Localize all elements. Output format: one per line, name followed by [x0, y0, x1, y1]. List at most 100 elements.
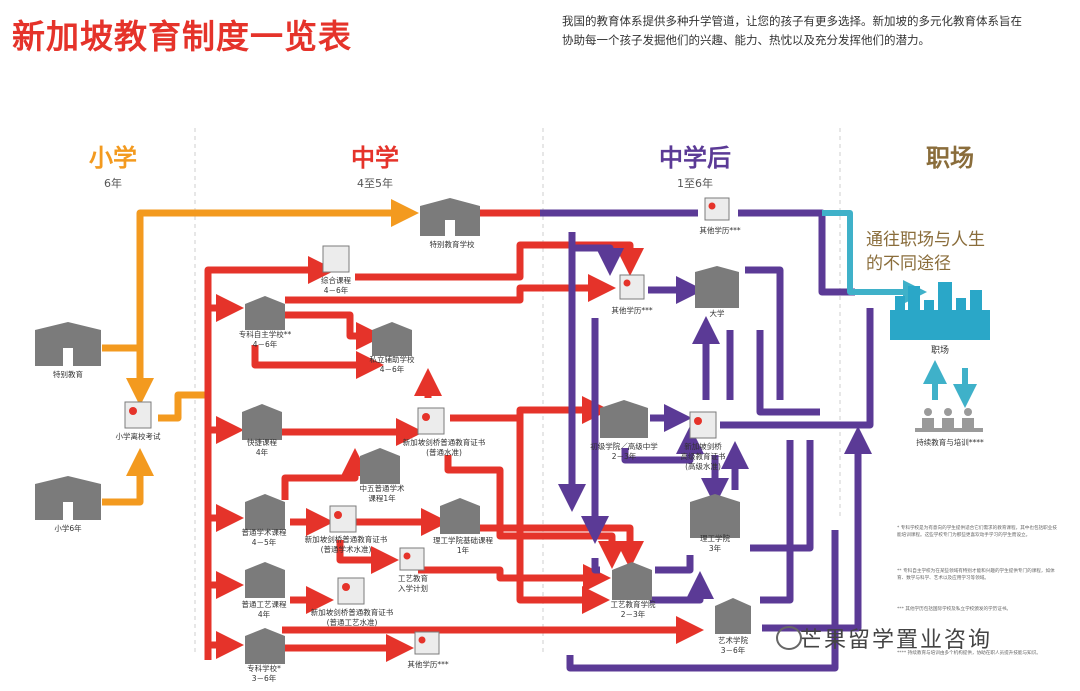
poly-years: 3年 [708, 544, 722, 553]
private-funded-years: 4－6年 [379, 365, 405, 374]
na-years: 4－5年 [251, 538, 277, 547]
label-psle: 小学离校考试 [115, 432, 161, 441]
label-specialised-independent: 专科自主学校** 4－6年 [225, 330, 305, 350]
arts-name: 艺术学院 [718, 636, 748, 645]
integrated-name: 综合课程 [321, 276, 351, 285]
page-title: 新加坡教育制度一览表 [12, 17, 352, 56]
jc-building-icon [600, 400, 648, 438]
footnote-1: * 专科学校是为有意向的学生提供适合它们需求的教育课程，其中也包括职业技能培训课… [897, 525, 1057, 539]
primary-school-building-icon [35, 476, 101, 520]
stage-secondary: 中学 4至5年 [335, 138, 415, 191]
certificates [124, 197, 730, 655]
o-level-name: 新加坡剑桥普通教育证书 [402, 438, 486, 447]
label-poly-foundation: 理工学院基础课程 1年 [428, 536, 498, 556]
sec5-na-name: 中五普通学术 [359, 484, 405, 493]
sec5-building-icon [360, 448, 400, 484]
university-building-icon [695, 266, 739, 308]
nt-name: 普通工艺课程 [241, 600, 287, 609]
label-arts: 艺术学院 3－6年 [706, 636, 760, 656]
na-certificate-icon [329, 505, 357, 533]
specialised-school-years: 3－6年 [251, 674, 277, 683]
label-n-level-technical: 新加坡剑桥普通教育证书 (普通工艺水准) [302, 608, 402, 628]
footnote-3-text: 其他学历包括国际学校及私立学校颁发的学历证书。 [905, 607, 1012, 612]
n-level-a-name: 新加坡剑桥普通教育证书 [304, 535, 388, 544]
label-primary6: 小学6年 [54, 524, 82, 533]
label-special-ed: 特别教育 [53, 370, 83, 379]
footnote-2-mark: ** [897, 569, 902, 574]
career-pathways-text: 通往职场与人生 的不同途径 [866, 228, 985, 276]
post-secondary-paths [540, 209, 874, 672]
label-jc: 初级学院／高级中学 2－3年 [584, 442, 664, 462]
workplace-skyline-icon [890, 282, 990, 340]
stage-career-name: 职场 [926, 144, 974, 172]
label-normal-technical: 普通工艺课程 4年 [232, 600, 296, 620]
nt-building-icon [245, 562, 285, 598]
buildings [35, 198, 751, 664]
footnote-1-mark: * [897, 526, 900, 531]
footnote-3: *** 其他学历包括国际学校及私立学校颁发的学历证书。 [897, 606, 1057, 613]
integrated-years: 4－6年 [323, 286, 349, 295]
other-quals-bottom-icon [414, 631, 440, 655]
secondary-paths [204, 209, 704, 662]
special-school-building-icon [420, 198, 480, 236]
stage-secondary-name: 中学 [351, 144, 399, 172]
label-dpp: 工艺教育 入学计划 [388, 574, 438, 594]
express-building-icon [242, 404, 282, 440]
stage-primary-years: 6年 [104, 177, 122, 190]
label-a-level: 新加坡剑桥 高级教育证书 (高级水准) [668, 442, 738, 472]
o-level-sub: (普通水准) [426, 448, 462, 457]
intro-line-2: 协助每一个孩子发掘他们的兴趣、能力、热忱以及充分发挥他们的潜力。 [562, 33, 930, 47]
career-text-1: 通往职场与人生 [866, 230, 985, 250]
intro-text: 我国的教育体系提供多种升学管道，让您的孩子有更多选择。新加坡的多元化教育体系旨在… [562, 12, 1067, 50]
footnote-2-text: 专科自主学校为在某些领域有特别才能和兴趣的学生提供专门的课程，如体育、数学与科学… [897, 569, 1055, 581]
label-other-quals-top: 其他学历*** [699, 226, 741, 235]
special-ed-building-icon [35, 322, 101, 366]
specialised-school-name: 专科学校* [247, 664, 281, 673]
primary-paths [102, 199, 419, 506]
label-special-school: 特别教育学校 [429, 240, 475, 249]
label-poly: 理工学院 3年 [690, 534, 740, 554]
nt-years: 4年 [257, 610, 271, 619]
stage-primary-name: 小学 [89, 144, 137, 172]
label-private-funded: 私立辅助学校 4－6年 [360, 355, 424, 375]
na-name: 普通学术课程 [241, 528, 287, 537]
footnote-3-mark: *** [897, 607, 904, 612]
jc-name: 初级学院／高级中学 [590, 442, 658, 451]
footnote-1-text: 专科学校是为有意向的学生提供适合它们需求的教育课程，其中也包括职业技能培训课程。… [897, 526, 1057, 538]
sec5-na-sub: 课程1年 [368, 494, 396, 503]
footnote-4: **** 持续教育与培训由多个机构提供，协助在职人员提升技能与知识。 [897, 650, 1057, 657]
pfp-years: 1年 [456, 546, 470, 555]
wechat-icon [776, 626, 802, 650]
n-level-t-name: 新加坡剑桥普通教育证书 [310, 608, 394, 617]
pfp-name: 理工学院基础课程 [433, 536, 493, 545]
jc-years: 2－3年 [611, 452, 637, 461]
pfp-building-icon [440, 498, 480, 534]
private-school-building-icon [372, 322, 412, 356]
stage-secondary-years: 4至5年 [357, 177, 393, 190]
ite-years: 2－3年 [620, 610, 646, 619]
poly-building-icon [690, 494, 740, 538]
dpp-certificate-icon [399, 547, 425, 571]
footnote-4-mark: **** [897, 651, 907, 656]
continuing-education-icon [915, 408, 983, 432]
label-university: 大学 [709, 309, 725, 318]
intro-line-1: 我国的教育体系提供多种升学管道，让您的孩子有更多选择。新加坡的多元化教育体系旨在 [562, 14, 1022, 28]
arts-years: 3－6年 [720, 646, 746, 655]
dpp-sub: 入学计划 [398, 584, 428, 593]
private-funded-name: 私立辅助学校 [369, 355, 415, 364]
integrated-certificate-icon [322, 245, 350, 273]
stage-post-secondary-years: 1至6年 [677, 177, 713, 190]
na-building-icon [245, 494, 285, 530]
arts-building-icon [715, 598, 751, 634]
career-paths [822, 210, 977, 408]
label-workplace: 职场 [930, 346, 949, 356]
a-level-name: 新加坡剑桥 [684, 442, 722, 451]
express-name: 快捷课程 [247, 438, 277, 447]
label-sec5-na: 中五普通学术 课程1年 [350, 484, 414, 504]
o-level-certificate-icon [417, 407, 445, 435]
other-quals-mid-icon [619, 274, 645, 300]
label-integrated: 综合课程 4－6年 [306, 276, 366, 296]
sais-years: 4－6年 [252, 340, 278, 349]
